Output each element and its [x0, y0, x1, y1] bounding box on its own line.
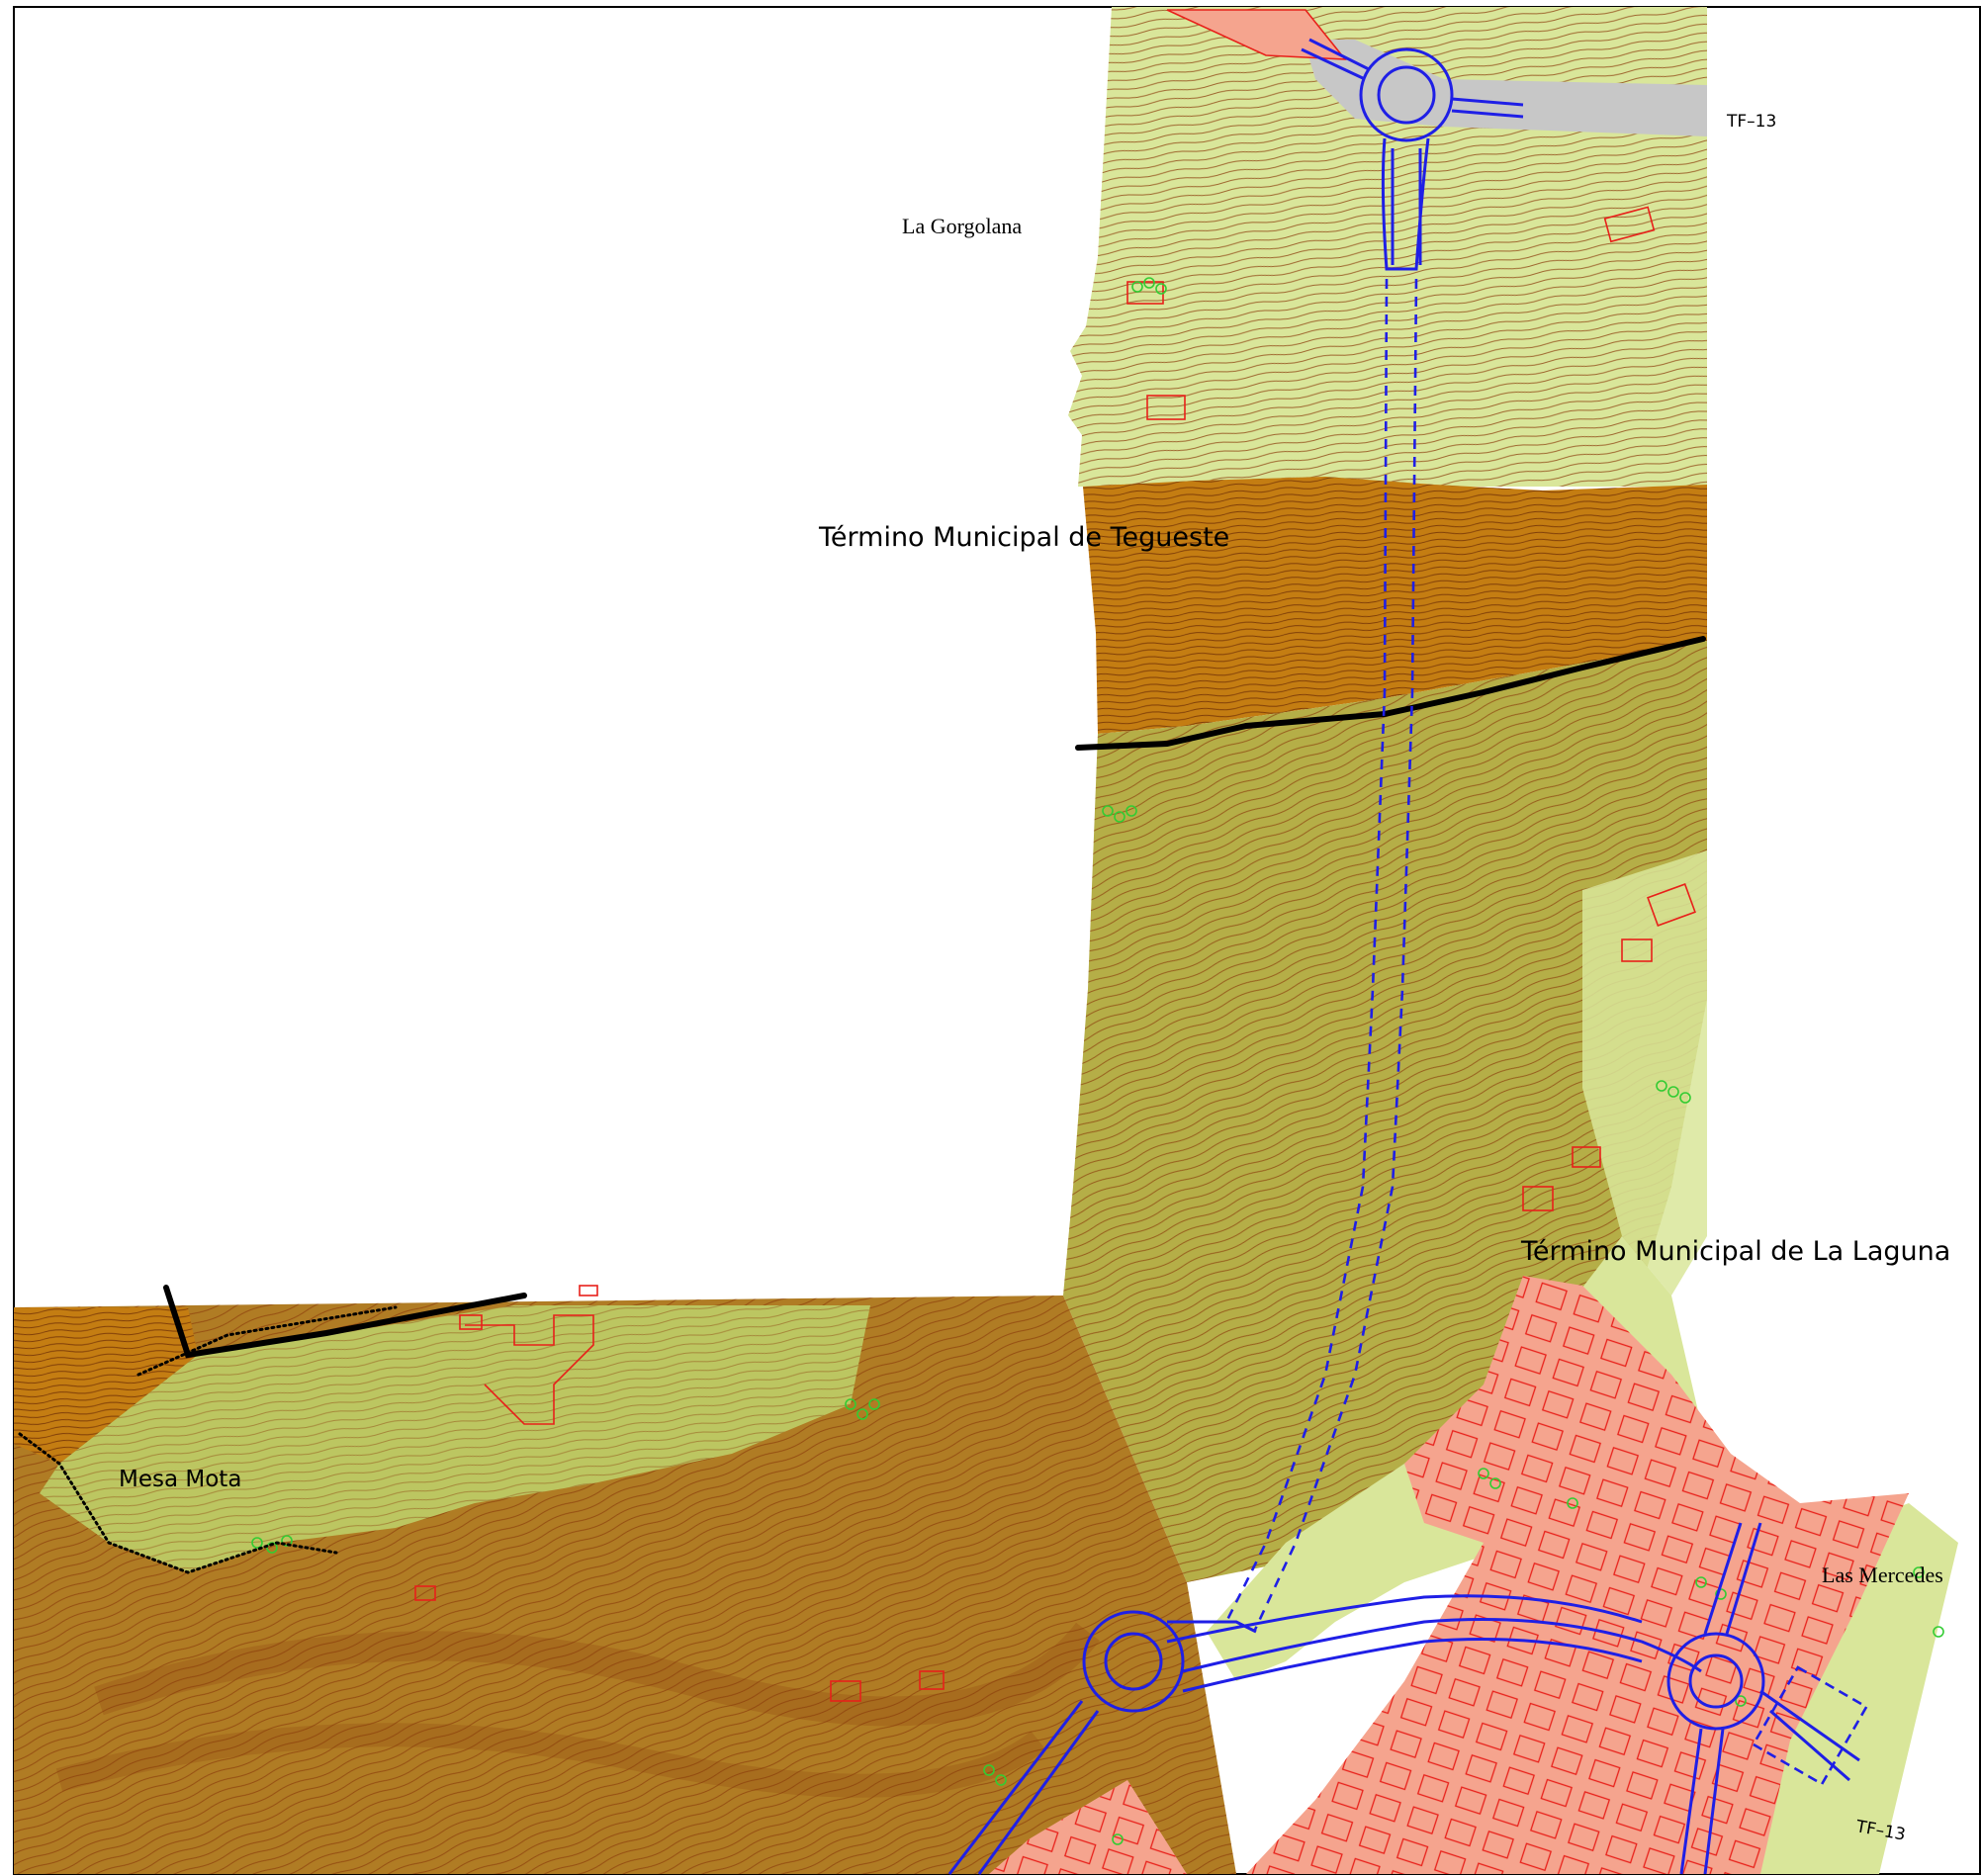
terrain-band-tegueste [1083, 477, 1707, 734]
roundabout-north [1301, 38, 1524, 271]
roundabout-south-west [947, 1610, 1257, 1875]
proposed-road-dashed [1224, 278, 1418, 1633]
label-las-mercedes: Las Mercedes [1822, 1563, 1943, 1587]
road-tf13-north [1304, 40, 1707, 136]
label-termino-tegueste: Término Municipal de Tegueste [818, 522, 1229, 553]
label-termino-la-laguna: Término Municipal de La Laguna [1520, 1236, 1950, 1267]
vegetation-symbols [251, 277, 1944, 1845]
label-mesa-mota: Mesa Mota [119, 1467, 241, 1492]
buildings-north [1126, 9, 1696, 1211]
label-la-gorgolana: La Gorgolana [902, 214, 1022, 238]
link-road [1166, 1594, 1702, 1693]
buildings-mesa-mota [414, 1285, 945, 1702]
label-tf13-north: TF–13 [1726, 112, 1776, 132]
urban-area-la-laguna [989, 1276, 1909, 1874]
terrain-west [14, 1295, 1236, 1874]
tf13-south-dashed-box [1752, 1665, 1868, 1786]
